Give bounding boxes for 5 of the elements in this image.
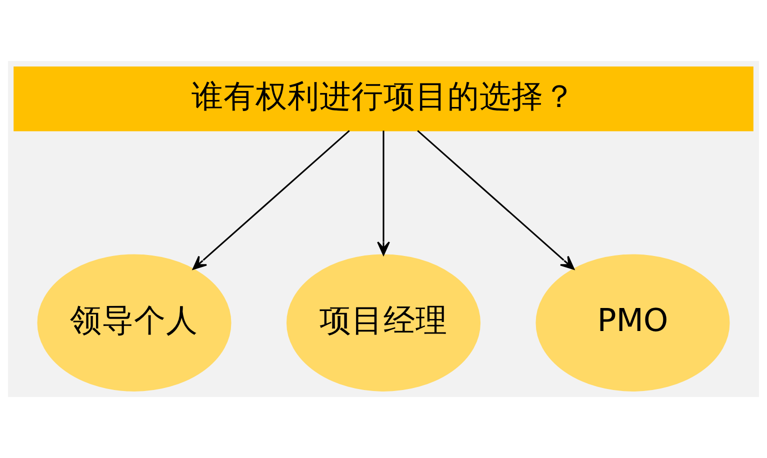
arrow bbox=[417, 130, 574, 270]
node-box: 谁有权利进行项目的选择？ bbox=[14, 66, 754, 132]
arrow bbox=[192, 130, 350, 270]
arrow bbox=[377, 130, 390, 256]
node-ellipse: 项目经理 bbox=[286, 254, 481, 392]
